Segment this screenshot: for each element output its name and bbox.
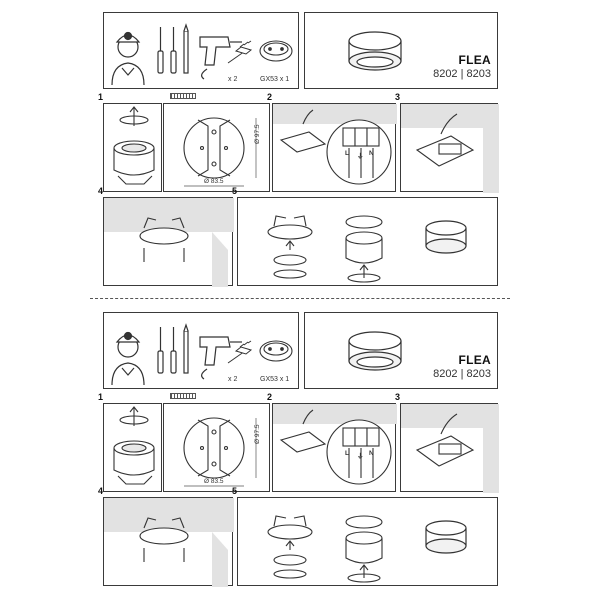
tools-panel: x 2 GX53 x 1 xyxy=(103,12,299,89)
wall-plug-icon xyxy=(227,40,253,64)
step-2-panel: L ⏚ N xyxy=(272,103,397,192)
step-5-number: 5 xyxy=(232,186,238,196)
step-2-panel: L ⏚ N xyxy=(272,403,397,492)
worker-icon xyxy=(111,31,145,86)
step-3-illustration xyxy=(401,104,499,193)
terminal-n-label: N xyxy=(369,450,374,457)
step-1-panel xyxy=(103,103,162,192)
step-1-dimensions-panel: Ø 83.5 Ø 97.5 xyxy=(163,103,270,192)
step-1-number: 1 xyxy=(98,392,104,402)
gx53-lamp-icon xyxy=(259,340,293,362)
terminal-earth-label: ⏚ xyxy=(357,453,364,460)
outer-diameter-label: Ø 97.5 xyxy=(254,124,261,144)
step-5-illustration xyxy=(267,215,467,283)
step-3-panel xyxy=(400,403,499,493)
tools-panel: x 2 GX53 x 1 xyxy=(103,312,299,389)
step-1-illustration xyxy=(113,106,155,185)
pencil-icon xyxy=(183,23,189,74)
tools-illustration: x 2 GX53 x 1 xyxy=(111,323,293,386)
product-name: FLEA xyxy=(458,53,491,67)
finished-downlight-icon xyxy=(425,220,467,254)
terminal-earth-label: ⏚ xyxy=(357,153,364,160)
step-4-illustration xyxy=(104,198,234,287)
step-1-dimensions-panel: Ø 83.5 Ø 97.5 xyxy=(163,403,270,492)
product-codes: 8202 | 8203 xyxy=(433,68,491,80)
cut-line-divider xyxy=(90,298,510,299)
instruction-sheet-bottom: x 2 GX53 x 1 FLEA 8202 | 8203 1 xyxy=(0,300,600,600)
ruler-icon xyxy=(170,93,196,99)
step-2-number: 2 xyxy=(267,392,273,402)
inner-diameter-label: Ø 83.5 xyxy=(204,178,224,185)
lamp-label: GX53 x 1 xyxy=(260,376,289,383)
inner-diameter-label: Ø 83.5 xyxy=(204,478,224,485)
ruler-icon xyxy=(170,393,196,399)
product-panel: FLEA 8202 | 8203 xyxy=(304,12,498,89)
step-5-panel xyxy=(237,497,498,586)
downlight-product-icon xyxy=(348,31,402,71)
lamp-label: GX53 x 1 xyxy=(260,76,289,83)
pencil-icon xyxy=(183,323,189,374)
step-3-illustration xyxy=(401,404,499,493)
step-4-panel xyxy=(103,197,234,287)
finished-downlight-icon xyxy=(425,520,467,554)
product-illustration xyxy=(348,331,402,371)
product-name: FLEA xyxy=(458,353,491,367)
outer-diameter-label: Ø 97.5 xyxy=(254,424,261,444)
step-3-number: 3 xyxy=(395,392,401,402)
step-4-number: 4 xyxy=(98,486,104,496)
drill-icon xyxy=(199,36,242,80)
instruction-sheet-top: x 2 GX53 x 1 FLEA 8202 | 8203 xyxy=(98,12,499,287)
terminal-n-label: N xyxy=(369,150,374,157)
step-1-illustration xyxy=(113,406,155,485)
terminal-l-label: L xyxy=(345,150,349,157)
step-5-illustration xyxy=(267,515,467,583)
wall-plug-icon xyxy=(227,340,253,364)
step-4-illustration xyxy=(104,498,234,587)
gx53-lamp-icon xyxy=(259,40,293,62)
tools-illustration: x 2 GX53 x 1 xyxy=(111,23,293,86)
anchor-count-label: x 2 xyxy=(228,376,237,383)
step-4-panel xyxy=(103,497,234,587)
product-brand: FLEA 8202 | 8203 xyxy=(433,53,491,80)
product-illustration xyxy=(348,31,402,71)
step-4-number: 4 xyxy=(98,186,104,196)
product-panel: FLEA 8202 | 8203 xyxy=(304,312,498,389)
product-brand: FLEA 8202 | 8203 xyxy=(433,353,491,380)
screwdriver-icon xyxy=(157,327,177,374)
fixture-icon xyxy=(113,140,155,185)
step-2-wiring-illustration xyxy=(273,104,397,185)
fixture-icon xyxy=(113,440,155,485)
mounting-plate-drawing xyxy=(183,117,257,187)
product-codes: 8202 | 8203 xyxy=(433,368,491,380)
screwdriver-icon xyxy=(157,27,177,74)
drill-icon xyxy=(199,336,242,380)
step-1-panel xyxy=(103,403,162,492)
terminal-l-label: L xyxy=(345,450,349,457)
step-5-number: 5 xyxy=(232,486,238,496)
anchor-count-label: x 2 xyxy=(228,76,237,83)
step-2-number: 2 xyxy=(267,92,273,102)
step-2-wiring-illustration xyxy=(273,404,397,485)
step-1-number: 1 xyxy=(98,92,104,102)
worker-icon xyxy=(111,331,145,386)
step-3-panel xyxy=(400,103,499,193)
mounting-plate-drawing xyxy=(183,417,257,487)
downlight-product-icon xyxy=(348,331,402,371)
step-3-number: 3 xyxy=(395,92,401,102)
step-5-panel xyxy=(237,197,498,286)
